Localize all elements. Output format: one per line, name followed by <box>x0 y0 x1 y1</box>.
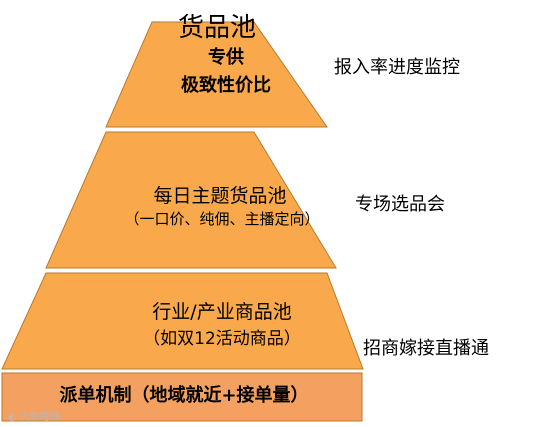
watermark-text: 大数跨境 <box>19 412 60 423</box>
pyramid-title: 货品池 <box>177 13 257 43</box>
pyramid-base-bar <box>1 372 363 422</box>
watermark: ◐ 大数跨境 <box>8 408 60 423</box>
tier3-label-line1: 行业/产业商品池 <box>152 301 292 323</box>
tier1-label-line1: 专供 <box>208 47 244 68</box>
tier2-label-line2: （一口价、纯佣、主播定向） <box>124 210 320 228</box>
pyramid-tier-3 <box>1 272 364 370</box>
side-label-tier3: 招商嫁接直播通 <box>363 338 489 359</box>
side-label-tier1: 报入率进度监控 <box>334 57 460 78</box>
tier2-label-line1: 每日主题货品池 <box>153 185 287 207</box>
pyramid-tier-1 <box>105 21 328 128</box>
watermark-logo-icon: ◐ <box>8 412 17 423</box>
pyramid-tier-2 <box>45 131 337 269</box>
base-label: 派单机制（地域就近+接单量） <box>59 385 309 406</box>
tier3-label-line2: （如双12活动商品） <box>143 329 301 349</box>
side-label-tier2: 专场选品会 <box>355 194 445 215</box>
tier1-label-line2: 极致性价比 <box>181 75 271 96</box>
